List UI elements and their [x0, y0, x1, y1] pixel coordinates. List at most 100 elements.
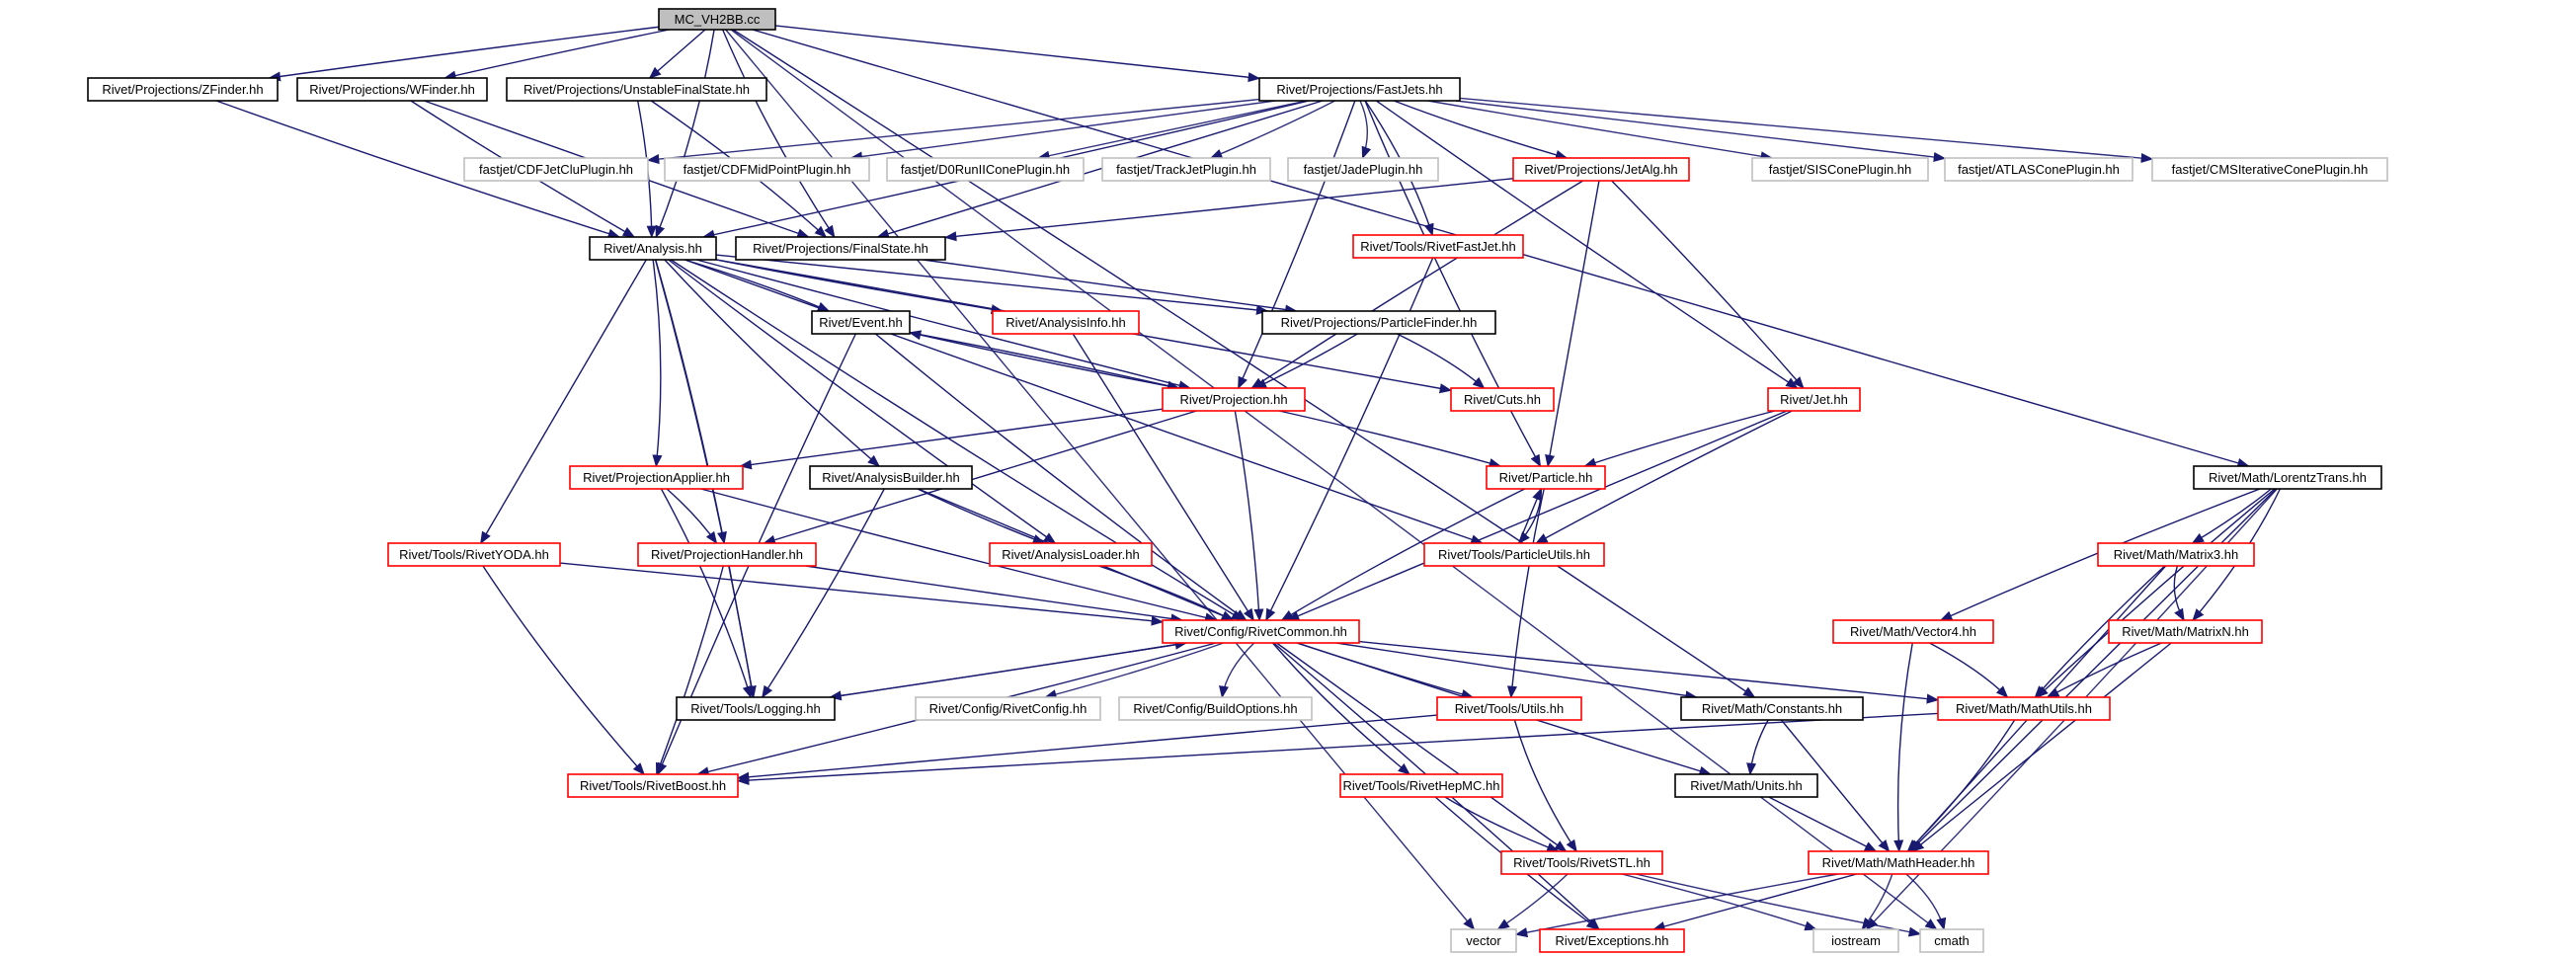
node-label: Rivet/Math/LorentzTrans.hh: [2209, 470, 2367, 485]
node-label: fastjet/JadePlugin.hh: [1304, 162, 1423, 177]
node-event[interactable]: Rivet/Event.hh: [811, 310, 911, 335]
node-box: [1500, 850, 1663, 875]
node-particle[interactable]: Rivet/Particle.hh: [1486, 465, 1606, 490]
node-zfinder[interactable]: Rivet/Projections/ZFinder.hh: [87, 77, 279, 102]
node-particleutils[interactable]: Rivet/Tools/ParticleUtils.hh: [1423, 542, 1605, 567]
edge-lorentz-to-mathheader: [1908, 488, 2277, 852]
edge-analysisbuilder-to-logging: [762, 488, 885, 699]
edge-rivetcommon-to-constants: [1335, 642, 1698, 701]
node-vector4[interactable]: Rivet/Math/Vector4.hh: [1832, 619, 1994, 644]
node-box: [1674, 773, 1818, 798]
node-cdfmidpoint: fastjet/CDFMidPointPlugin.hh: [664, 157, 870, 182]
node-trackjet: fastjet/TrackJetPlugin.hh: [1101, 157, 1271, 182]
node-box: [1680, 696, 1864, 721]
node-rivetyoda[interactable]: Rivet/Tools/RivetYODA.hh: [387, 542, 561, 567]
edge-particlefinder-to-cuts: [1397, 333, 1486, 389]
node-label: Rivet/Event.hh: [819, 315, 903, 330]
node-cmsiter: fastjet/CMSIterativeConePlugin.hh: [2151, 157, 2388, 182]
edge-projhandler-to-rivetboost: [655, 565, 724, 776]
node-exceptions[interactable]: Rivet/Exceptions.hh: [1539, 928, 1685, 953]
edge-projection-to-event: [908, 330, 1179, 389]
node-matrixn[interactable]: Rivet/Math/MatrixN.hh: [2108, 619, 2263, 644]
edge-jet-to-rivetcommon: [1286, 410, 1788, 621]
node-fastjets[interactable]: Rivet/Projections/FastJets.hh: [1258, 77, 1461, 102]
node-lorentz[interactable]: Rivet/Math/LorentzTrans.hh: [2193, 465, 2382, 490]
node-rivetstl[interactable]: Rivet/Tools/RivetSTL.hh: [1500, 850, 1663, 875]
edge-projection-to-projhandler: [763, 410, 1197, 545]
edge-root-to-unstable: [648, 29, 706, 79]
edge-projection-to-projapplier: [739, 408, 1164, 470]
edge-zfinder-to-analysis: [215, 100, 621, 239]
edge-analysis-to-projapplier: [652, 259, 663, 468]
edge-projapplier-to-logging: [660, 488, 753, 699]
node-rivethepmc[interactable]: Rivet/Tools/RivetHepMC.hh: [1339, 773, 1503, 798]
node-box: [569, 465, 744, 490]
edge-projection-to-rivetcommon: [1234, 410, 1264, 622]
edge-particlefinder-to-projection: [1253, 333, 1358, 389]
node-atlascone: fastjet/ATLASConePlugin.hh: [1944, 157, 2133, 182]
node-cuts[interactable]: Rivet/Cuts.hh: [1450, 387, 1555, 412]
node-rivetcommon[interactable]: Rivet/Config/RivetCommon.hh: [1162, 619, 1360, 644]
node-box: [637, 542, 817, 567]
edge-fastjets-to-jade: [1359, 100, 1372, 160]
node-projection[interactable]: Rivet/Projection.hh: [1162, 387, 1306, 412]
node-box: [387, 542, 561, 567]
node-units[interactable]: Rivet/Math/Units.hh: [1674, 773, 1818, 798]
node-jet[interactable]: Rivet/Jet.hh: [1767, 387, 1861, 412]
node-label: Rivet/Projections/ParticleFinder.hh: [1281, 315, 1478, 330]
node-rivetfastjet[interactable]: Rivet/Tools/RivetFastJet.hh: [1352, 234, 1524, 259]
node-label: Rivet/Jet.hh: [1780, 392, 1848, 407]
edge-units-to-mathheader: [1768, 796, 1878, 852]
node-label: Rivet/Tools/RivetSTL.hh: [1513, 855, 1650, 870]
node-box: [2108, 619, 2263, 644]
node-box: [1261, 310, 1496, 335]
node-analysisloader[interactable]: Rivet/AnalysisLoader.hh: [989, 542, 1153, 567]
node-mathutils[interactable]: Rivet/Math/MathUtils.hh: [1937, 696, 2111, 721]
node-mathheader[interactable]: Rivet/Math/MathHeader.hh: [1808, 850, 1989, 875]
node-label: fastjet/CMSIterativeConePlugin.hh: [2172, 162, 2369, 177]
edge-particleutils-to-particle: [1518, 487, 1542, 544]
node-label: Rivet/Projection.hh: [1179, 392, 1287, 407]
node-finalstate[interactable]: Rivet/Projections/FinalState.hh: [735, 236, 946, 261]
edge-utils-to-rivetboost: [736, 714, 1438, 782]
node-analysisbuilder[interactable]: Rivet/AnalysisBuilder.hh: [809, 465, 973, 490]
node-root[interactable]: MC_VH2BB.cc: [658, 8, 776, 31]
node-unstable[interactable]: Rivet/Projections/UnstableFinalState.hh: [506, 77, 767, 102]
node-box: [1832, 619, 1994, 644]
edge-rivetyoda-to-rivetcommon: [559, 562, 1165, 626]
edge-analysis-to-particlefinder: [715, 254, 1269, 315]
node-projapplier[interactable]: Rivet/ProjectionApplier.hh: [569, 465, 744, 490]
edge-vector4-to-mathutils: [1929, 642, 2009, 698]
edge-rivetcommon-to-rivetconfig: [1044, 642, 1224, 699]
node-label: fastjet/D0RunIIConePlugin.hh: [901, 162, 1070, 177]
node-projhandler[interactable]: Rivet/ProjectionHandler.hh: [637, 542, 817, 567]
edge-logging-to-rivetcommon: [830, 639, 1188, 698]
node-label: Rivet/Cuts.hh: [1464, 392, 1541, 407]
node-box: [1937, 696, 2111, 721]
node-label: Rivet/Projections/ZFinder.hh: [102, 82, 263, 97]
node-analysis[interactable]: Rivet/Analysis.hh: [589, 236, 717, 261]
node-constants[interactable]: Rivet/Math/Constants.hh: [1680, 696, 1864, 721]
node-particlefinder[interactable]: Rivet/Projections/ParticleFinder.hh: [1261, 310, 1496, 335]
node-logging[interactable]: Rivet/Tools/Logging.hh: [676, 696, 836, 721]
node-label: Rivet/Tools/Logging.hh: [690, 701, 821, 716]
node-label: iostream: [1831, 933, 1881, 948]
node-box: [1287, 157, 1439, 182]
node-box: [567, 773, 739, 798]
edge-fastjets-to-trackjet: [1209, 100, 1335, 159]
edge-rivetcommon-to-rivethepmc: [1271, 642, 1410, 775]
edge-root-to-zfinder: [268, 26, 660, 82]
node-wfinder[interactable]: Rivet/Projections/WFinder.hh: [296, 77, 488, 102]
edge-root-to-wfinder: [443, 29, 670, 81]
node-analysisinfo[interactable]: Rivet/AnalysisInfo.hh: [992, 310, 1140, 335]
node-label: fastjet/TrackJetPlugin.hh: [1116, 162, 1256, 177]
node-utils[interactable]: Rivet/Tools/Utils.hh: [1436, 696, 1582, 721]
node-label: vector: [1466, 933, 1501, 948]
node-label: Rivet/Math/Vector4.hh: [1850, 624, 1976, 639]
node-jetalg[interactable]: Rivet/Projections/JetAlg.hh: [1512, 157, 1690, 182]
edge-lorentz-to-mathutils: [2036, 488, 2276, 698]
node-label: Rivet/Math/Matrix3.hh: [2114, 547, 2238, 562]
edge-analysis-to-event: [684, 259, 831, 312]
node-matrix3[interactable]: Rivet/Math/Matrix3.hh: [2097, 542, 2255, 567]
node-rivetboost[interactable]: Rivet/Tools/RivetBoost.hh: [567, 773, 739, 798]
